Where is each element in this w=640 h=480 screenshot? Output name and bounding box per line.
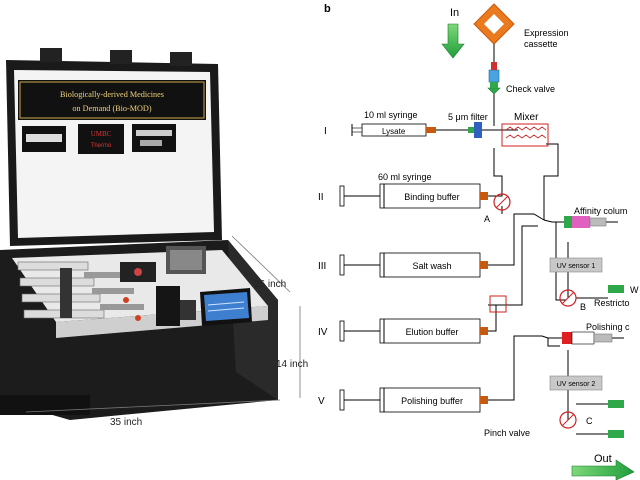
dimension-depth: 26 inch	[254, 279, 286, 290]
syringe-60ml-label: 60 ml syringe	[378, 172, 432, 182]
tubing	[436, 44, 624, 435]
panel-label: b	[324, 3, 331, 15]
salt-wash-label: Salt wash	[412, 261, 451, 271]
syringe-10ml-label: 10 ml syringe	[364, 110, 418, 120]
uv-sensor-1-label: UV sensor 1	[557, 263, 596, 270]
valve-c: C Pinch valve	[484, 400, 624, 438]
uv-sensor-2: UV sensor 2	[549, 375, 603, 391]
syringe-salt-wash: III Salt wash	[318, 252, 488, 278]
restrictor-label: Restricto	[594, 298, 630, 308]
uv-sensor-1: UV sensor 1	[549, 257, 603, 273]
dimension-annotations: 26 inch 14 inch 35 inch	[25, 235, 308, 428]
check-valve: Check valve	[487, 62, 555, 95]
expression-cassette: Expression cassette	[473, 3, 571, 49]
sponsor-logos: UMBC Thermo	[22, 124, 176, 154]
restrictor: W Restricto	[594, 285, 639, 308]
valve-b-label: B	[580, 302, 586, 312]
dimension-height: 14 inch	[276, 359, 308, 370]
polishing-buffer-label: Polishing buffer	[401, 396, 463, 406]
in-arrow: In	[441, 7, 465, 59]
roman-label-1: I	[324, 126, 327, 137]
lysate-syringe: 10 ml syringe Lysate	[351, 110, 436, 137]
valve-a-label: A	[484, 214, 490, 224]
roman-label-2: II	[318, 192, 324, 203]
binding-buffer-label: Binding buffer	[404, 192, 459, 202]
out-label: Out	[594, 453, 612, 465]
filter: 5 μm filter	[448, 112, 488, 138]
dimension-width: 35 inch	[110, 417, 142, 428]
filter-label: 5 μm filter	[448, 112, 488, 122]
bio-mod-case-photo: Biologically-derived Medicines on Demand…	[0, 48, 308, 428]
banner-line-1: Biologically-derived Medicines	[60, 90, 164, 99]
syringe-binding-buffer: II Binding buffer	[318, 183, 488, 209]
flow-diagram: b In Expression cassette	[318, 3, 639, 480]
banner-line-2: on Demand (Bio-MOD)	[72, 104, 151, 113]
expression-cassette-label: Expression cassette	[524, 28, 571, 49]
out-arrow: Out	[571, 453, 635, 480]
waste-label: W	[630, 285, 639, 295]
syringe-polishing-buffer: V Polishing buffer	[318, 387, 488, 413]
roman-label-3: III	[318, 261, 326, 272]
logo-thermo: Thermo	[91, 143, 112, 149]
uv-sensor-2-label: UV sensor 2	[557, 381, 596, 388]
polishing-column-label: Polishing c	[586, 322, 630, 332]
pinch-valve-label: Pinch valve	[484, 428, 530, 438]
tablet-screen	[200, 288, 252, 326]
affinity-column-label: Affinity colum	[574, 206, 627, 216]
instrument-modules	[120, 246, 206, 326]
lysate-label: Lysate	[382, 127, 406, 136]
valve-a: A	[484, 193, 511, 224]
syringe-array	[17, 261, 144, 321]
title-banner: Biologically-derived Medicines on Demand…	[18, 80, 206, 120]
valve-c-label: C	[586, 416, 593, 426]
roman-label-5: V	[318, 396, 325, 407]
affinity-column: Affinity colum	[564, 206, 627, 228]
valve-b: B	[559, 289, 586, 312]
check-valve-label: Check valve	[506, 84, 555, 94]
roman-label-4: IV	[318, 327, 328, 338]
polishing-column: Polishing c	[562, 322, 630, 345]
elution-buffer-label: Elution buffer	[406, 327, 459, 337]
in-label: In	[450, 7, 459, 19]
mixer: Mixer	[501, 112, 549, 147]
logo-umbc: UMBC	[91, 130, 112, 138]
mixer-label: Mixer	[514, 112, 539, 123]
syringe-elution-buffer: IV Elution buffer	[318, 295, 507, 344]
